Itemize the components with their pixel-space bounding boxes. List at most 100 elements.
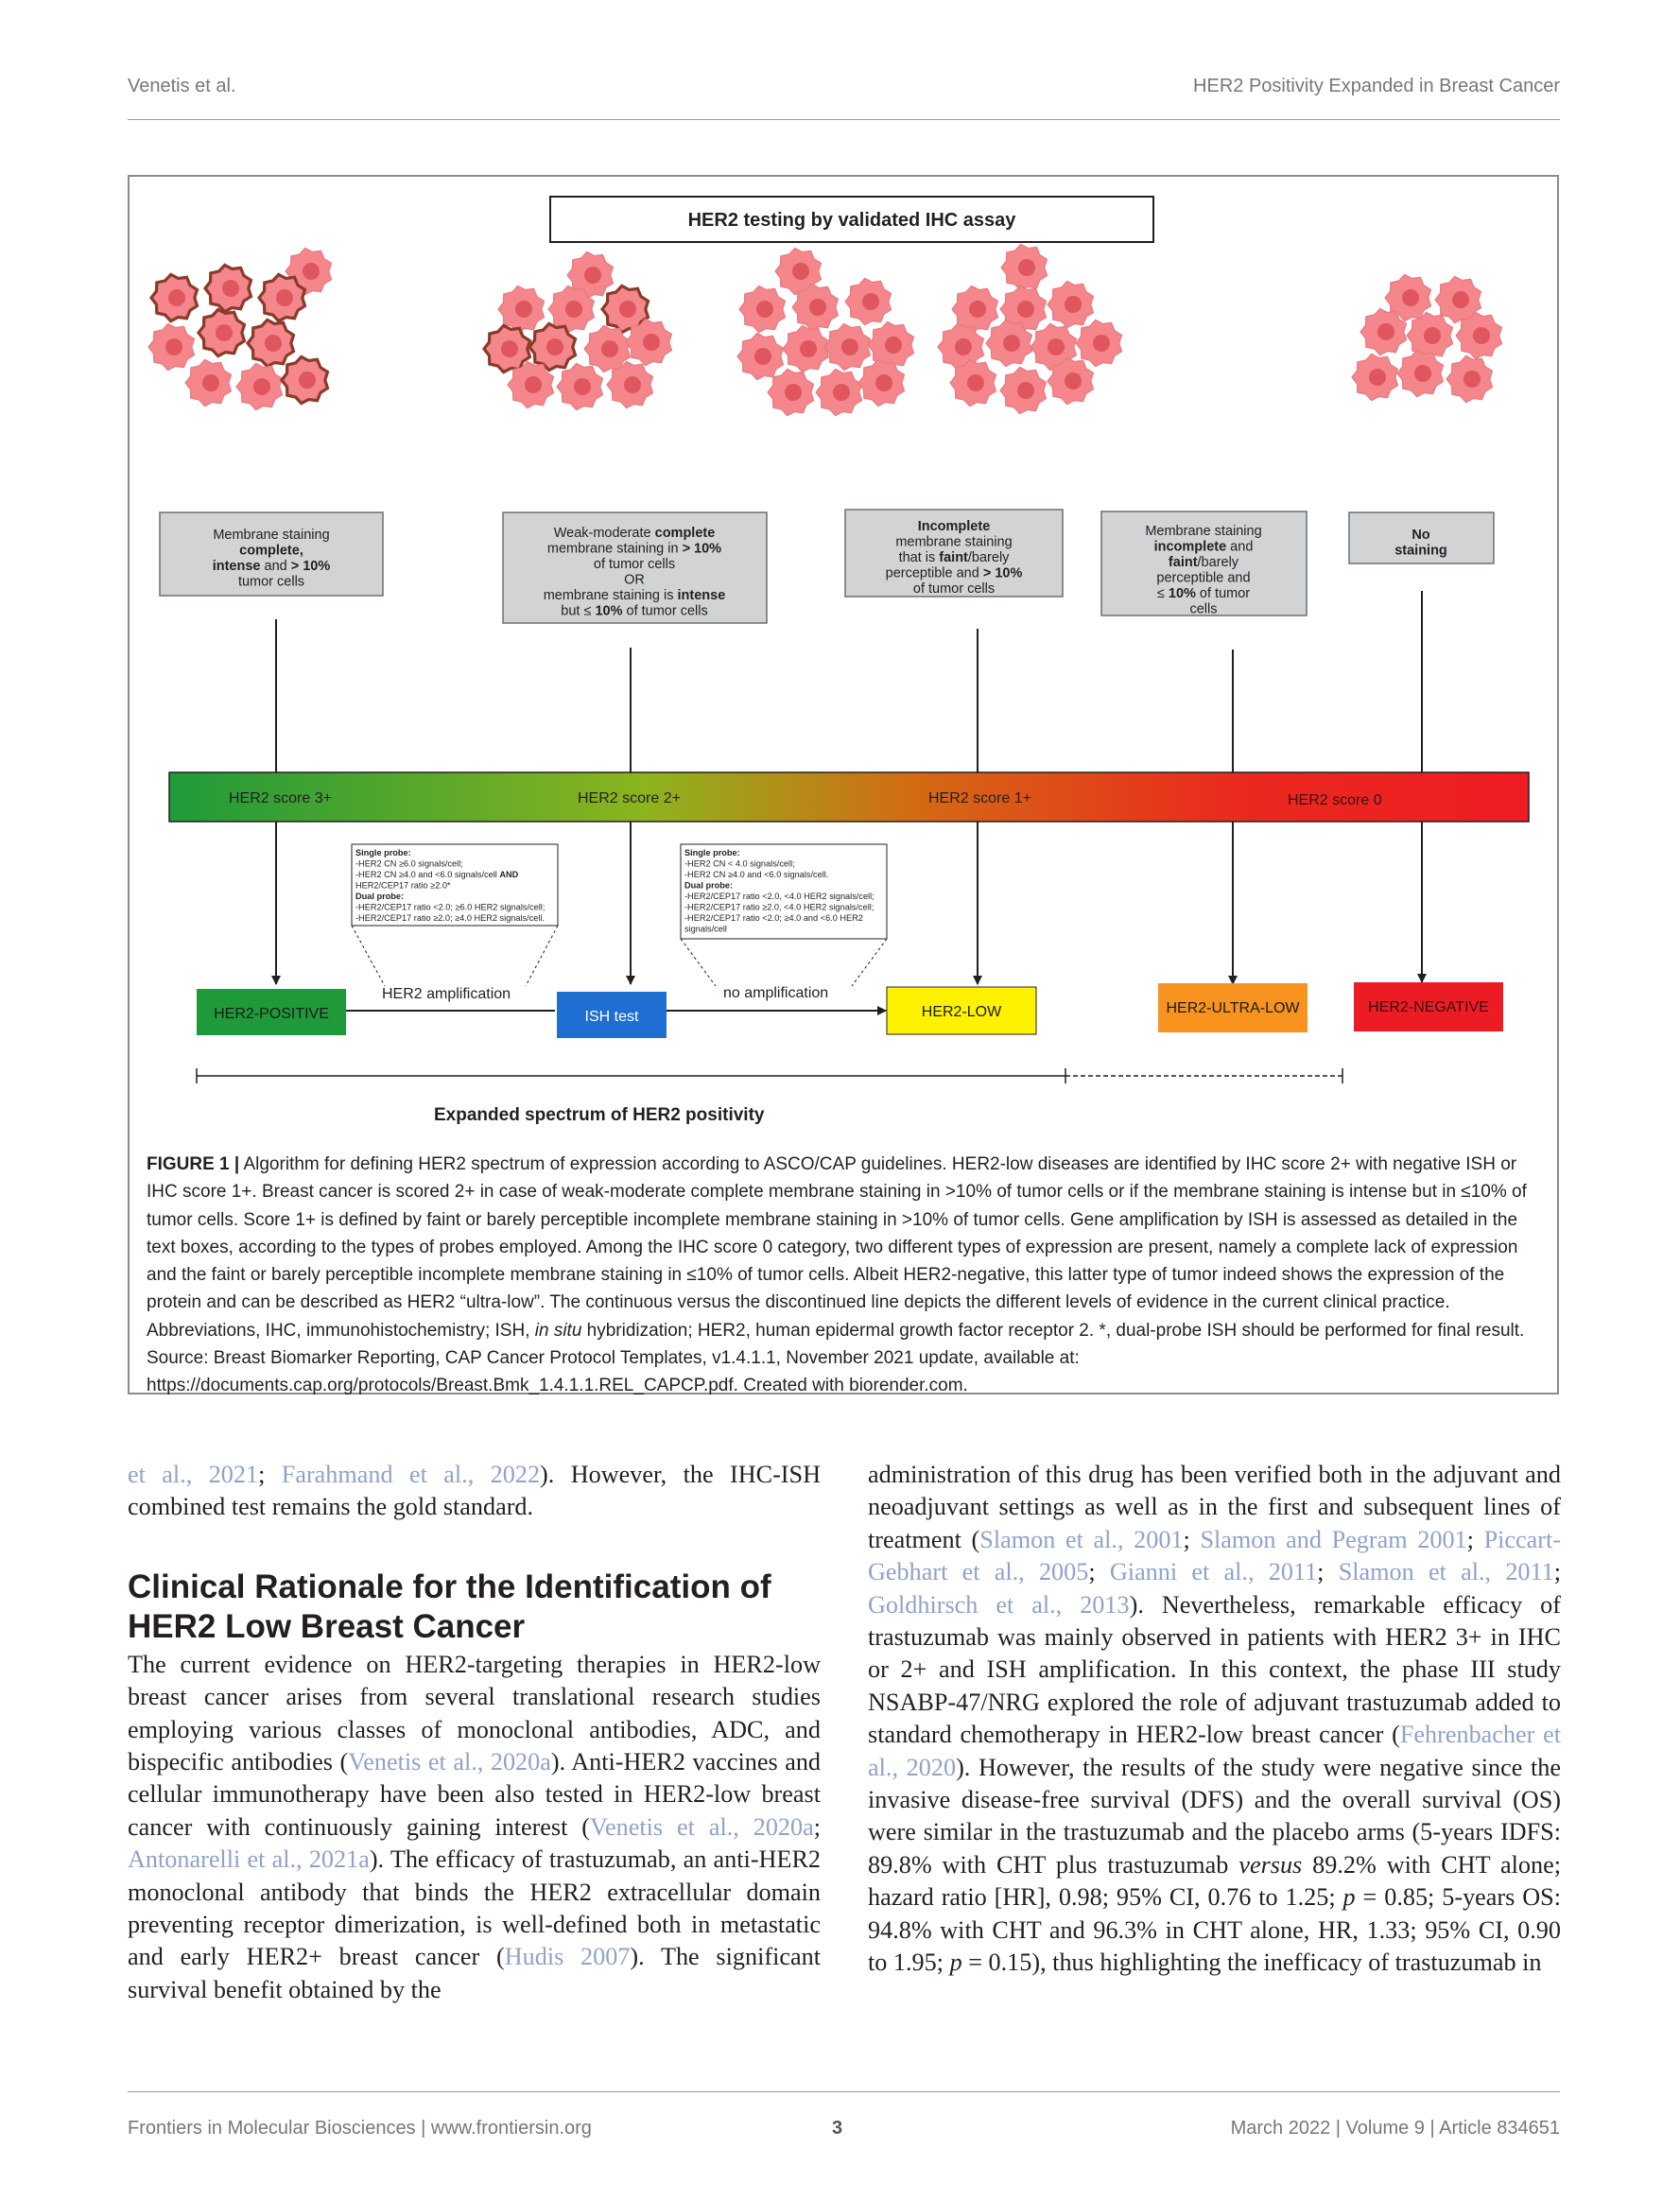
cell-nucleus bbox=[619, 301, 636, 318]
figure-caption-label: FIGURE 1 | bbox=[147, 1154, 240, 1174]
cell-nucleus bbox=[1003, 335, 1020, 352]
cell-nucleus bbox=[756, 301, 773, 318]
cell-cluster-3 bbox=[937, 243, 1123, 415]
probe-line: -HER2/CEP17 ratio ≥2.0; ≥4.0 HER2 signal… bbox=[355, 913, 545, 923]
cell-nucleus bbox=[1424, 327, 1441, 344]
cell-nucleus bbox=[276, 289, 293, 306]
description-line: of tumor cells bbox=[594, 557, 675, 572]
her2-score-bar bbox=[168, 771, 1530, 823]
cell-nucleus bbox=[969, 301, 986, 318]
cell-nucleus bbox=[546, 338, 563, 355]
outcome-her2-negative bbox=[1354, 982, 1503, 1031]
citation-link[interactable]: Venetis et al., 2020a bbox=[590, 1812, 814, 1841]
text: ; bbox=[1317, 1558, 1339, 1586]
cell-nucleus bbox=[165, 338, 182, 355]
figure-caption-text-b: hybridization; HER2, human epidermal gro… bbox=[147, 1320, 1525, 1396]
cell-nucleus bbox=[216, 324, 233, 341]
cell-nucleus bbox=[1402, 289, 1419, 306]
footer-journal: Frontiers in Molecular Biosciences | www… bbox=[128, 2118, 592, 2139]
cell-nucleus bbox=[800, 340, 817, 357]
cell-nucleus bbox=[809, 299, 826, 316]
citation-link[interactable]: Piccart-Gebhart et al., 2005 bbox=[868, 1525, 1562, 1586]
probe-line: Single probe: bbox=[684, 848, 740, 857]
right-column: administration of this drug has been ver… bbox=[868, 1459, 1561, 1980]
cell-nucleus bbox=[1414, 365, 1431, 382]
text: ). However, the IHC-ISH combined test re… bbox=[128, 1461, 821, 1521]
description-line: of tumor cells bbox=[913, 581, 995, 597]
text: 89.2% with CHT alone; hazard ratio [HR],… bbox=[868, 1850, 1561, 1912]
cell-nucleus bbox=[525, 376, 542, 393]
text: = 0.15), thus highlighting the inefficac… bbox=[961, 1949, 1542, 1977]
citation-link[interactable]: Hudis 2007 bbox=[504, 1943, 631, 1971]
probe-box-amplification bbox=[351, 843, 559, 927]
footer-issue: March 2022 | Volume 9 | Article 834651 bbox=[1230, 2118, 1560, 2139]
cell-nucleus bbox=[501, 340, 518, 357]
cell-nucleus bbox=[601, 340, 618, 357]
description-line: No bbox=[1412, 528, 1429, 543]
text: ; bbox=[1553, 1558, 1562, 1586]
spectrum-lines bbox=[196, 1068, 1343, 1083]
running-header-title: HER2 Positivity Expanded in Breast Cance… bbox=[1193, 76, 1560, 96]
probe-line: -HER2 CN ≥4.0 and <6.0 signals/cell. bbox=[684, 870, 828, 879]
cell-nucleus bbox=[1369, 369, 1386, 386]
citation-link[interactable]: Slamon and Pegram 2001 bbox=[1200, 1525, 1467, 1553]
cell-nucleus bbox=[303, 263, 320, 280]
italic-text: p bbox=[1342, 1883, 1356, 1912]
probe-line: signals/cell bbox=[684, 925, 727, 934]
cell-nucleus bbox=[168, 289, 185, 306]
right-paragraph: administration of this drug has been ver… bbox=[868, 1459, 1561, 1980]
cell-cluster-0 bbox=[147, 247, 333, 411]
italic-text: versus bbox=[1238, 1850, 1303, 1879]
citation-link[interactable]: Slamon et al., 2011 bbox=[1338, 1558, 1554, 1586]
citation-link[interactable]: Goldhirsch et al., 2013 bbox=[868, 1590, 1130, 1619]
cell-nucleus bbox=[202, 374, 219, 391]
description-line: but ≤ 10% of tumor cells bbox=[561, 604, 707, 619]
citation-link[interactable]: Farahmand et al., 2022 bbox=[281, 1461, 541, 1488]
text: ). The efficacy of trastuzumab, an anti-… bbox=[128, 1845, 822, 1971]
text: ; bbox=[1183, 1525, 1201, 1553]
description-line: that is faint/barely bbox=[899, 550, 1011, 565]
description-line: membrane staining in > 10% bbox=[547, 542, 721, 557]
description-line: Membrane staining bbox=[213, 528, 329, 543]
outcome-ish-test-label: ISH test bbox=[585, 1009, 639, 1025]
citation-link[interactable]: Fehrenbacher et al., 2020 bbox=[868, 1721, 1561, 1781]
citation-link[interactable]: Venetis et al., 2020a bbox=[348, 1748, 551, 1776]
page-number: 3 bbox=[832, 2118, 843, 2139]
cell-nucleus bbox=[515, 301, 532, 318]
text: ). However, the results of the study wer… bbox=[868, 1753, 1561, 1879]
cell-nucleus bbox=[1464, 371, 1481, 388]
cell-nucleus bbox=[265, 335, 282, 352]
description-line: Membrane staining bbox=[1145, 524, 1261, 539]
outcome-her2-low bbox=[886, 986, 1037, 1035]
description-line: tumor cells bbox=[238, 575, 304, 590]
outcome-arrows bbox=[271, 822, 1427, 1015]
citation-link[interactable]: Gianni et al., 2011 bbox=[1109, 1558, 1318, 1586]
text: ). The significant survival benefit obta… bbox=[128, 1943, 821, 2003]
cell-nucleus bbox=[1017, 301, 1034, 318]
probe-line: Dual probe: bbox=[355, 892, 404, 901]
outcome-her2-ultra-low bbox=[1158, 983, 1308, 1032]
cell-nucleus bbox=[754, 348, 771, 365]
cell-nucleus bbox=[862, 293, 879, 310]
probe-box-no-amplification bbox=[680, 843, 888, 940]
probe-box-amplification-text: Single probe: -HER2 CN ≥6.0 signals/cell;… bbox=[355, 848, 545, 923]
cell-nucleus bbox=[565, 301, 582, 318]
description-line: Weak-moderate complete bbox=[554, 526, 716, 541]
figure-caption-text-a: Algorithm for defining HER2 spectrum of … bbox=[147, 1154, 1527, 1341]
probe-line: -HER2/CEP17 ratio <2.0, <4.0 HER2 signal… bbox=[684, 892, 875, 901]
description-line: ≤ 10% of tumor bbox=[1157, 586, 1250, 601]
probe-line: Dual probe: bbox=[684, 881, 733, 891]
probe-line: -HER2 CN ≥6.0 signals/cell; bbox=[355, 859, 463, 869]
citation-link[interactable]: Antonarelli et al., 2021a bbox=[128, 1845, 370, 1874]
no-amplification-label: no amplification bbox=[723, 985, 828, 1001]
cell-nucleus bbox=[624, 376, 641, 393]
probe-box-leaders bbox=[351, 925, 888, 987]
cell-nucleus bbox=[967, 374, 984, 391]
figure-1-diagram: HER2 testing by validated IHC assay Memb… bbox=[147, 196, 1530, 1125]
outcome-her2-positive bbox=[197, 989, 346, 1035]
figure-caption-italic: in situ bbox=[534, 1320, 582, 1341]
probe-line: Single probe: bbox=[355, 848, 411, 857]
citation-link[interactable]: et al., 2021 bbox=[128, 1461, 259, 1488]
citation-link[interactable]: Slamon et al., 2001 bbox=[979, 1525, 1184, 1553]
